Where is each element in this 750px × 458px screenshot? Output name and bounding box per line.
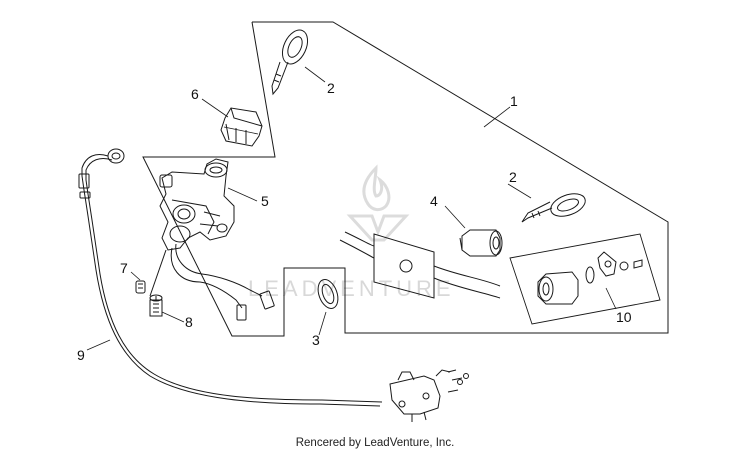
callout-10[interactable]: 10 [616, 309, 632, 325]
cap-part-6 [220, 107, 263, 147]
assembly-outline [142, 21, 669, 337]
lock-kit-outline [509, 233, 661, 325]
callout-6[interactable]: 6 [191, 86, 199, 102]
callout-1[interactable]: 1 [510, 93, 518, 109]
callout-2-right[interactable]: 2 [509, 169, 517, 185]
washer-part-3 [317, 279, 339, 309]
latch-assembly [389, 369, 469, 422]
callout-8[interactable]: 8 [185, 314, 193, 330]
watermark-text: LEADVENTURE [248, 276, 455, 301]
watermark: LEADVENTURE [248, 164, 455, 301]
mounting-bracket [339, 231, 501, 299]
callout-2-top[interactable]: 2 [327, 80, 335, 96]
wiring-harness [149, 243, 275, 321]
callout-9[interactable]: 9 [77, 347, 85, 363]
bolt-part-8 [149, 294, 163, 317]
leader-lines [86, 66, 617, 351]
screw-part-7 [135, 280, 146, 294]
lock-cylinder-part-4 [459, 229, 503, 257]
footer-credit: Rencered by LeadVenture, Inc. [295, 437, 455, 449]
callout-7[interactable]: 7 [120, 260, 128, 276]
ignition-switch-part-5 [159, 158, 235, 251]
key-right [521, 193, 586, 223]
key-top [271, 29, 309, 96]
callout-4[interactable]: 4 [430, 193, 438, 209]
lock-kit-part-10 [537, 251, 643, 305]
callout-5[interactable]: 5 [261, 193, 269, 209]
watermark-logo-icon [346, 164, 410, 242]
callout-3[interactable]: 3 [312, 332, 320, 348]
cable-part-9 [78, 148, 383, 407]
